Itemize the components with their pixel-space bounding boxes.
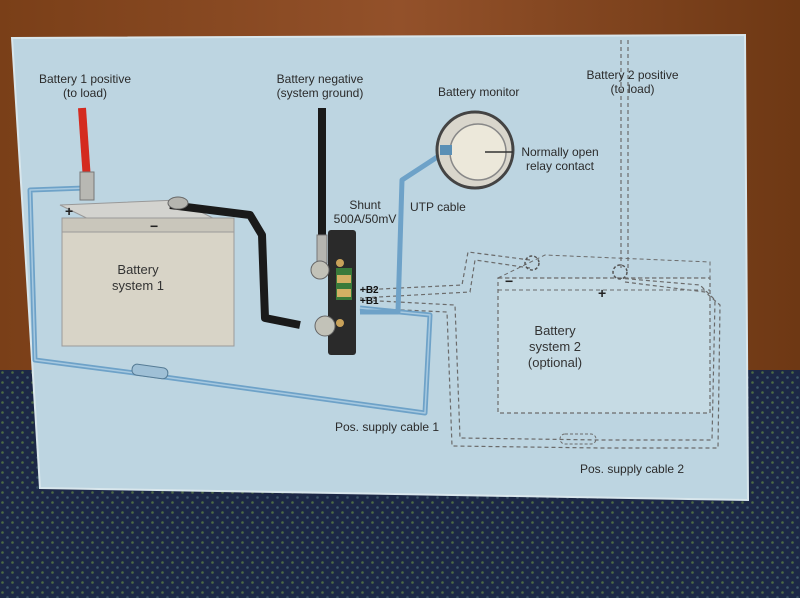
battery-monitor-label: Battery monitor (438, 85, 520, 99)
shunt-label: Shunt 500A/50mV (333, 198, 397, 226)
battery-1-plus-sign: + (65, 203, 74, 219)
utp-cable (360, 147, 450, 315)
terminal-b2-label: +B2 (360, 285, 379, 296)
relay-contact-label: Normally open relay contact (521, 145, 599, 173)
battery-2-name: Battery system 2 (optional) (527, 323, 583, 370)
inline-fuse (131, 363, 169, 380)
battery-1-name: Battery system 1 (111, 262, 164, 293)
pos-supply-cable-2-label: Pos. supply cable 2 (580, 462, 685, 476)
battery-2 (497, 254, 711, 414)
battery-2-dashed-cables (359, 40, 721, 449)
battery-1-minus-sign: − (150, 218, 159, 234)
battery-negative-label: Battery negative (system ground) (276, 72, 364, 100)
battery-2-pos-terminal (612, 264, 628, 280)
battery-2-positive-label: Battery 2 positive (to load) (586, 68, 679, 96)
shunt (310, 230, 356, 355)
terminal-b1-label: +B1 (360, 296, 379, 307)
battery-2-minus-sign: − (505, 273, 514, 289)
battery-1-positive-label: Battery 1 positive (to load) (38, 72, 132, 100)
battery-1-minus-cable (169, 201, 301, 329)
battery-2-fuse (559, 433, 597, 445)
utp-cable-label: UTP cable (410, 200, 466, 214)
battery-1 (59, 199, 235, 347)
pos-supply-cable-1-label: Pos. supply cable 1 (335, 420, 440, 434)
battery-2-neg-terminal (524, 255, 540, 271)
battery-monitor (435, 110, 515, 190)
battery-1-positive-cable (78, 107, 91, 181)
battery-2-plus-sign: + (598, 285, 607, 301)
